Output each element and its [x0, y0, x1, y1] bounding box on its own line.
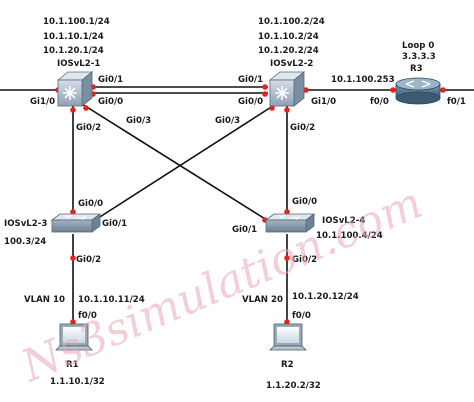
port-label-sw2-gi0-0: Gi0/0	[238, 97, 263, 107]
port-dot	[70, 107, 76, 113]
iosvl2-1-ip-2: 10.1.10.1/24	[43, 32, 104, 42]
port-dot	[83, 105, 89, 111]
port-dot	[262, 84, 268, 90]
iosvl2-2-ip-1: 10.1.100.2/24	[258, 17, 325, 27]
port-dot	[284, 319, 290, 325]
iosvl2-1-switch-icon[interactable]	[56, 71, 94, 107]
link-sw2-sw3-cross	[91, 103, 277, 223]
r2-ip: 1.1.20.2/32	[266, 381, 321, 391]
r1-name: R1	[66, 360, 79, 370]
iosvl2-2-ip-3: 10.1.20.2/24	[258, 46, 319, 56]
link-sw1-sw4-cross	[81, 103, 271, 223]
iosvl2-3-switch-icon[interactable]	[50, 213, 102, 233]
port-dot	[70, 255, 76, 261]
port-dot	[284, 255, 290, 261]
port-label-sw4-gi0-2: Gi0/2	[292, 255, 317, 265]
r2-vlan: VLAN 20	[242, 295, 283, 305]
port-dot	[303, 87, 309, 93]
port-label-sw4-gi0-1: Gi0/1	[232, 225, 257, 235]
port-label-sw2-gi0-3: Gi0/3	[215, 116, 240, 126]
port-dot	[70, 319, 76, 325]
r2-name: R2	[281, 360, 294, 370]
iosvl2-1-ip-3: 10.1.20.1/24	[43, 46, 104, 56]
r3-router-icon[interactable]	[395, 77, 441, 105]
port-label-sw1-gi0-0: Gi0/0	[98, 97, 123, 107]
iosvl2-1-ip-1: 10.1.100.1/24	[43, 17, 110, 27]
r3-name: R3	[410, 64, 423, 74]
iosvl2-4-switch-icon[interactable]	[264, 213, 316, 233]
iosvl2-2-name: IOSvL2-2	[270, 59, 313, 69]
r1-link-ip: 10.1.10.11/24	[78, 295, 145, 305]
port-dot	[284, 107, 290, 113]
port-label-sw3-gi0-1: Gi0/1	[102, 219, 127, 229]
r1-host-icon[interactable]	[55, 323, 93, 351]
port-label-sw3-gi0-2: Gi0/2	[76, 255, 101, 265]
port-label-r3-f0-0: f0/0	[370, 97, 389, 107]
r2-port: f0/0	[292, 311, 311, 321]
iosvl2-3-name: IOSvL2-3	[4, 219, 47, 229]
watermark-text: Ns3simulation.com	[13, 177, 429, 392]
r1-port: f0/0	[78, 311, 97, 321]
port-label-sw1-gi0-1: Gi0/1	[98, 75, 123, 85]
links	[0, 86, 474, 335]
port-dot	[284, 209, 290, 215]
r1-vlan: VLAN 10	[24, 295, 65, 305]
r3-loopback-label: Loop 0	[402, 41, 434, 51]
port-label-sw2-gi1-0: Gi1/0	[311, 97, 336, 107]
iosvl2-1-name: IOSvL2-1	[57, 59, 100, 69]
port-label-sw2-gi0-1: Gi0/1	[238, 75, 263, 85]
r2-host-icon[interactable]	[269, 323, 307, 351]
r2-link-ip: 10.1.20.12/24	[292, 292, 359, 302]
port-label-sw4-gi0-0: Gi0/0	[292, 197, 317, 207]
r1-ip: 1.1.10.1/32	[50, 377, 105, 387]
port-label-sw3-gi0-0: Gi0/0	[78, 199, 103, 209]
iosvl2-2-switch-icon[interactable]	[268, 71, 306, 107]
port-dot	[440, 87, 446, 93]
port-dot	[390, 87, 396, 93]
port-label-sw1-gi0-3: Gi0/3	[126, 116, 151, 126]
iosvl2-4-name: IOSvL2-4	[322, 216, 365, 226]
port-label-sw2-gi0-2: Gi0/2	[290, 123, 315, 133]
r3-loopback-ip: 3.3.3.3	[402, 52, 436, 62]
port-dot	[262, 91, 268, 97]
iosvl2-4-ip: 10.1.100.4/24	[316, 231, 383, 241]
iosvl2-2-ip-2: 10.1.10.2/24	[258, 32, 319, 42]
port-dot	[70, 209, 76, 215]
port-label-sw1-gi1-0: Gi1/0	[30, 97, 55, 107]
port-label-sw1-gi0-2: Gi0/2	[76, 123, 101, 133]
r3-link-ip: 10.1.100.253	[331, 75, 395, 85]
port-label-r3-f0-1: f0/1	[447, 97, 466, 107]
port-dot	[269, 105, 275, 111]
iosvl2-3-ip: 100.3/24	[4, 237, 46, 247]
